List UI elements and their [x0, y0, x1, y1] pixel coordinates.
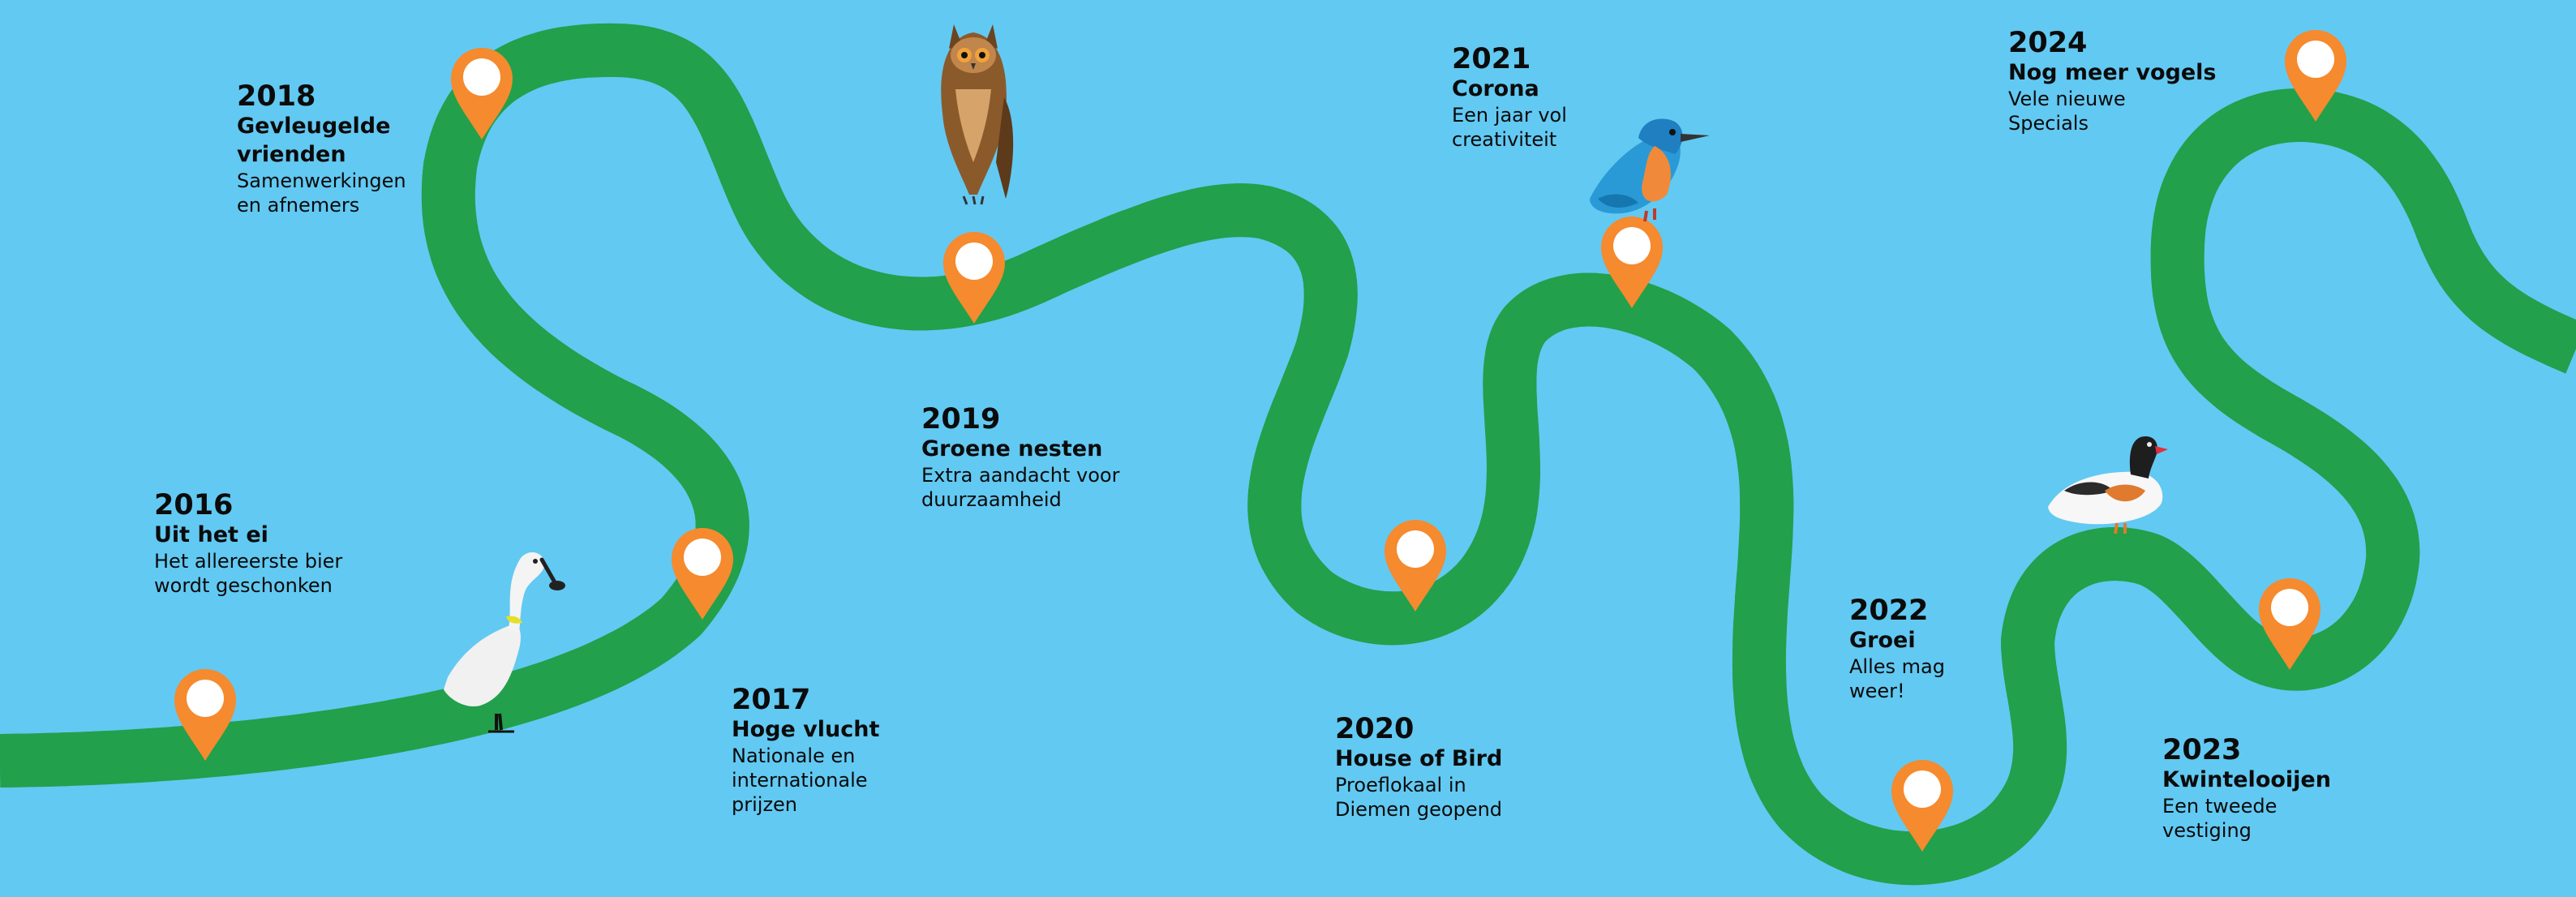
- milestone-title: Groene nesten: [921, 436, 1103, 461]
- milestone-2021: 2021 Corona Een jaar vol creativiteit: [1452, 44, 1567, 152]
- milestone-2019: 2019 Groene nesten Extra aandacht voor d…: [921, 404, 1119, 512]
- milestone-year: 2018: [237, 80, 316, 113]
- milestone-description: Extra aandacht voor duurzaamheid: [921, 464, 1120, 511]
- milestone-title: Groei: [1849, 628, 1916, 653]
- milestone-title: Uit het ei: [154, 522, 268, 547]
- milestone-2017: 2017 Hoge vlucht Nationale en internatio…: [732, 685, 879, 817]
- milestone-description: Proeflokaal in Diemen geopend: [1335, 774, 1503, 821]
- milestone-2022: 2022 Groei Alles mag weer!: [1849, 595, 1945, 703]
- milestone-year: 2023: [2162, 734, 2242, 766]
- milestone-title: Corona: [1452, 76, 1539, 101]
- milestone-year: 2020: [1335, 713, 1415, 745]
- milestone-year: 2022: [1849, 594, 1929, 627]
- milestone-2024: 2024 Nog meer vogels Vele nieuwe Special…: [2008, 28, 2216, 135]
- milestone-title: House of Bird: [1335, 746, 1503, 771]
- milestone-2016: 2016 Uit het ei Het allereerste bier wor…: [154, 490, 342, 598]
- milestone-year: 2024: [2008, 27, 2088, 59]
- winding-road: [0, 50, 2576, 858]
- owl-icon: [941, 24, 1014, 205]
- milestone-title: Hoge vlucht: [732, 717, 880, 742]
- milestone-title: Nog meer vogels: [2008, 60, 2217, 85]
- milestone-2018: 2018 Gevleugelde vrienden Samenwerkingen…: [237, 81, 406, 217]
- milestone-year: 2021: [1452, 43, 1531, 75]
- milestone-year: 2016: [154, 489, 234, 521]
- shelduck-icon: [2048, 436, 2168, 534]
- milestone-description: Nationale en internationale prijzen: [732, 745, 868, 816]
- spoonbill-icon: [444, 552, 565, 733]
- milestone-description: Samenwerkingen en afnemers: [237, 170, 406, 217]
- kingfisher-icon: [1590, 118, 1710, 222]
- milestone-year: 2019: [921, 403, 1001, 436]
- milestone-description: Vele nieuwe Specials: [2008, 88, 2126, 135]
- milestone-description: Alles mag weer!: [1849, 655, 1945, 702]
- milestone-2023: 2023 Kwintelooijen Een tweede vestiging: [2162, 735, 2331, 843]
- milestone-year: 2017: [732, 684, 811, 716]
- milestone-description: Een jaar vol creativiteit: [1452, 104, 1567, 151]
- milestone-title: Kwintelooijen: [2162, 767, 2331, 792]
- milestone-2020: 2020 House of Bird Proeflokaal in Diemen…: [1335, 714, 1502, 822]
- milestone-description: Het allereerste bier wordt geschonken: [154, 550, 343, 597]
- milestone-title: Gevleugelde vrienden: [237, 114, 391, 167]
- milestone-description: Een tweede vestiging: [2162, 795, 2278, 842]
